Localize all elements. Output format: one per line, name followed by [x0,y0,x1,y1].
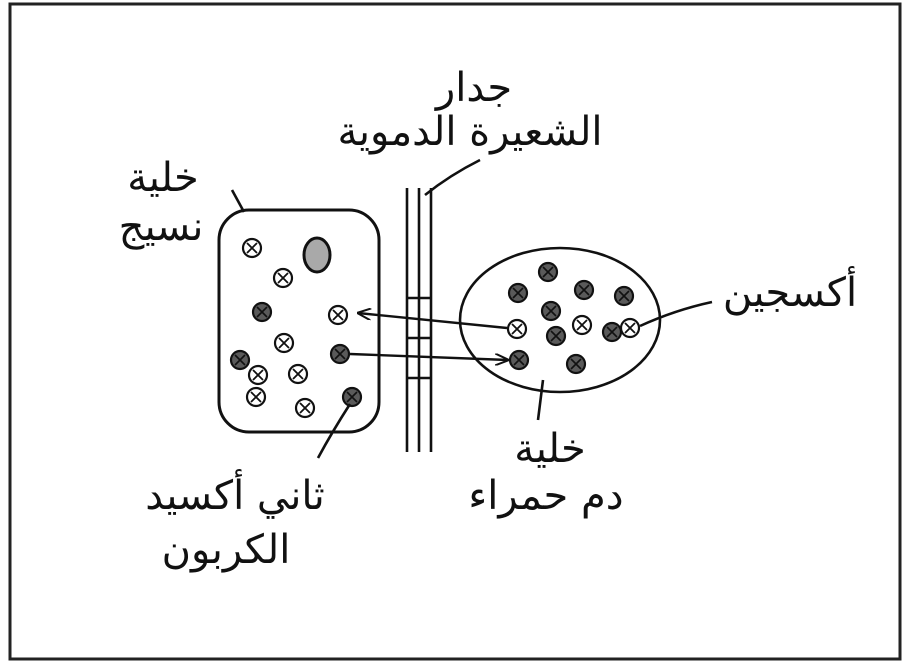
oxygen-molecule [327,304,349,326]
oxygen-molecule [247,364,269,386]
carbon-dioxide-molecule [329,343,351,365]
carbon-dioxide-molecule [229,349,251,371]
label-tissue-cell-line2: نسيج [119,204,204,250]
carbon-dioxide-molecule [537,261,559,283]
leader-red-blood-cell [536,379,545,421]
oxygen-molecule [619,317,641,339]
leader-carbon-dioxide [316,403,352,459]
label-red-blood-cell-line2: دم حمراء [468,473,623,519]
oxygen-diffusion-arrow [358,313,508,330]
oxygen-molecule [272,267,294,289]
oxygen-molecule [245,386,267,408]
label-oxygen: أكسجين [723,266,857,316]
carbon-dioxide-molecule [508,349,530,371]
red-blood-cell [458,246,662,394]
oxygen-molecule [571,314,593,336]
leader-capillary-wall [424,158,481,197]
carbon-dioxide-molecule [545,325,567,347]
label-red-blood-cell-line1: خلية [514,426,585,472]
carbon-dioxide-molecule [507,282,529,304]
tissue-cell [217,208,381,434]
carbon-dioxide-molecule [613,285,635,307]
carbon-dioxide-molecule [601,321,623,343]
carbon-dioxide-molecule [540,300,562,322]
carbon-dioxide-molecule [565,353,587,375]
carbon-dioxide-molecule [573,279,595,301]
oxygen-molecule [506,318,528,340]
leader-tissue-cell [230,189,246,213]
label-capillary-wall-line2: الشعيرة الدموية [337,109,602,155]
label-carbon-dioxide-line1: ثاني أكسيد [145,469,324,519]
oxygen-molecule [287,363,309,385]
label-carbon-dioxide-line2: الكربون [162,527,291,573]
oxygen-molecule [241,237,263,259]
figure-frame [8,2,902,661]
leader-oxygen [639,300,713,328]
tissue-cell-nucleus [302,236,332,274]
label-tissue-cell-line1: خلية [127,155,198,201]
carbon-dioxide-diffusion-arrow [349,352,508,360]
oxygen-molecule [273,332,295,354]
carbon-dioxide-molecule [251,301,273,323]
label-capillary-wall-line1: جدار [434,65,512,111]
carbon-dioxide-molecule [341,386,363,408]
oxygen-molecule [294,397,316,419]
